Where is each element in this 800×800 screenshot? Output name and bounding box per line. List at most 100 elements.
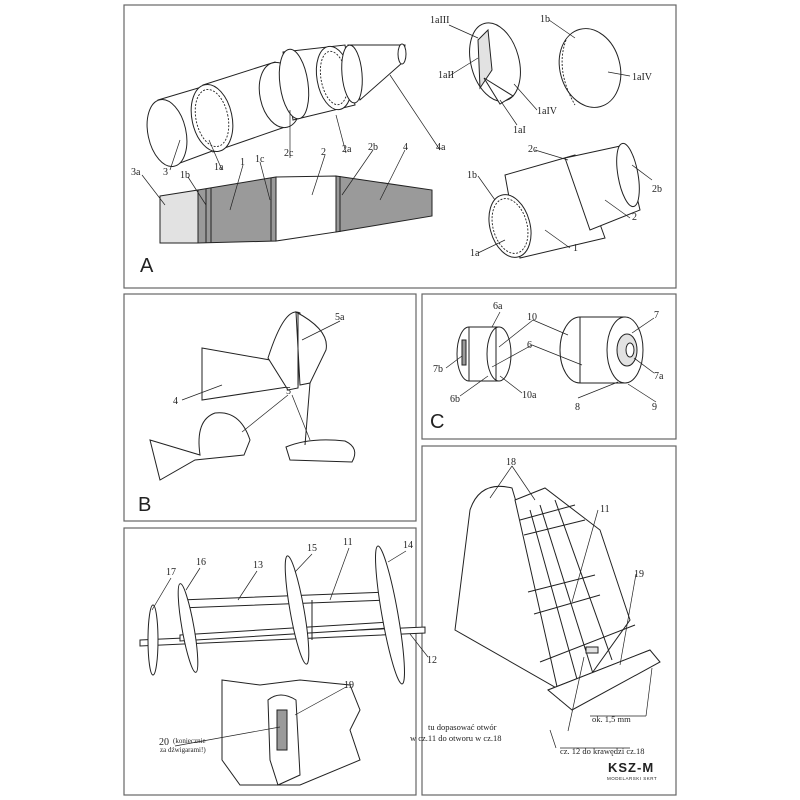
note-thickness: ok. 1,5 mm [592, 714, 631, 724]
spar-13 [179, 591, 391, 609]
label-6a: 6a [493, 301, 503, 312]
strip-part-3 [159, 189, 199, 244]
assembled-section-1-2 [488, 142, 641, 259]
logo-subtitle: MODELARSKI SKRT [607, 776, 657, 781]
leaders-e [151, 547, 429, 747]
panel-a-frame [123, 4, 677, 289]
label-4a: 4a [436, 142, 446, 153]
strip-part-4 [335, 175, 433, 233]
label-18: 18 [506, 457, 516, 468]
label-2a: 2a [342, 144, 352, 155]
label-1aII: 1aII [438, 70, 454, 81]
label-6: 6 [527, 340, 532, 351]
label-1b-right: 1b [467, 170, 477, 181]
fillet-5-right [285, 439, 356, 463]
rib-4 [533, 594, 601, 615]
label-2b-right: 2b [652, 184, 662, 195]
label-12: 12 [427, 655, 437, 666]
label-17: 17 [166, 567, 176, 578]
label-7: 7 [654, 310, 659, 321]
label-1b: 1b [180, 170, 190, 181]
label-5: 5 [286, 386, 291, 397]
spar-rear [554, 499, 613, 661]
panel-b-frame [123, 293, 417, 522]
label-9: 9 [652, 402, 657, 413]
label-19: 19 [344, 680, 354, 691]
label-16: 16 [196, 557, 206, 568]
fillet-5-left [149, 412, 251, 481]
rib-14 [375, 545, 405, 685]
disc-1aIV-teeth [561, 39, 576, 106]
label-15: 15 [307, 543, 317, 554]
label-13: 13 [253, 560, 263, 571]
leaders-c [445, 311, 657, 403]
label-11: 11 [600, 504, 610, 515]
label-2: 2 [321, 147, 326, 158]
label-1aIV-right: 1aIV [632, 72, 653, 83]
panel-a-letter: A [140, 255, 154, 277]
panel-c: C 6a 10 6 7 7b 7a 6b [421, 293, 677, 440]
strip-part-2 [275, 175, 337, 242]
section-4-tip [397, 43, 407, 65]
assembled-part-1-teeth [491, 198, 529, 254]
label-1aIV: 1aIV [537, 106, 558, 117]
leader-4 [181, 384, 223, 401]
label-5a: 5a [335, 312, 345, 323]
logo-ksz-m: KSZ-M [608, 760, 654, 775]
label-7b: 7b [433, 364, 443, 375]
disc-1a-insert [477, 28, 493, 90]
leaders-d [489, 465, 653, 749]
fin-stem [304, 382, 311, 446]
part-20-strip [276, 709, 288, 751]
engine-shaft [625, 342, 635, 358]
label-2b: 2b [368, 142, 378, 153]
panel-c-frame [421, 293, 677, 440]
leader-5-left [241, 394, 289, 433]
section-2-front [278, 48, 310, 120]
panel-d: 18 11 19 tu dopasować otwór w cz.11 do o… [410, 445, 677, 796]
rib-3 [527, 574, 596, 593]
rib-5 [539, 624, 636, 663]
label-4: 4 [173, 396, 178, 407]
label-11: 11 [343, 537, 353, 548]
label-1-right: 1 [573, 243, 578, 254]
label-6b: 6b [450, 394, 460, 405]
label-7a: 7a [654, 371, 664, 382]
panel-b: B 5a 4 5 [123, 293, 417, 522]
fuselage-exploded-view [146, 43, 407, 167]
disc-1aIV [558, 28, 622, 108]
part-1a-discs [469, 22, 622, 108]
section-1-teeth [194, 88, 230, 148]
rib-1 [519, 504, 576, 521]
panel-d-frame [421, 445, 677, 796]
rib-15 [284, 555, 310, 665]
rib-17 [147, 604, 159, 676]
label-1: 1 [240, 157, 245, 168]
fuselage-side-strip [159, 175, 433, 244]
label-1b-top: 1b [540, 14, 550, 25]
label-2-right: 2 [632, 212, 637, 223]
label-8: 8 [575, 402, 580, 413]
assembled-part-1-end [488, 194, 532, 258]
ring-6-rear [486, 326, 512, 382]
label-10: 10 [527, 312, 537, 323]
note-hole-line-2: w cz.11 do otworu w cz.18 [410, 733, 502, 743]
spar-front [529, 509, 581, 691]
leaders-a [141, 19, 653, 254]
label-10a: 10a [522, 390, 537, 401]
ring-7b-strip [461, 339, 467, 366]
disc-1a-tab [483, 77, 514, 105]
label-4: 4 [403, 142, 408, 153]
leader-5-right [291, 394, 311, 441]
panel-e: 17 16 13 15 11 14 12 19 20 (koniecznie z… [123, 527, 437, 796]
label-19: 19 [634, 569, 644, 580]
note-edge: cz. 12 do krawędzi cz.18 [560, 746, 645, 756]
label-1a: 1a [214, 162, 224, 173]
panel-c-letter: C [430, 411, 444, 433]
label-3: 3 [163, 167, 168, 178]
note-20-line-2: za dźwigarami!) [160, 746, 206, 754]
panel-a: A [123, 4, 677, 289]
leader-5a [301, 320, 341, 341]
label-1aI: 1aI [513, 125, 526, 136]
